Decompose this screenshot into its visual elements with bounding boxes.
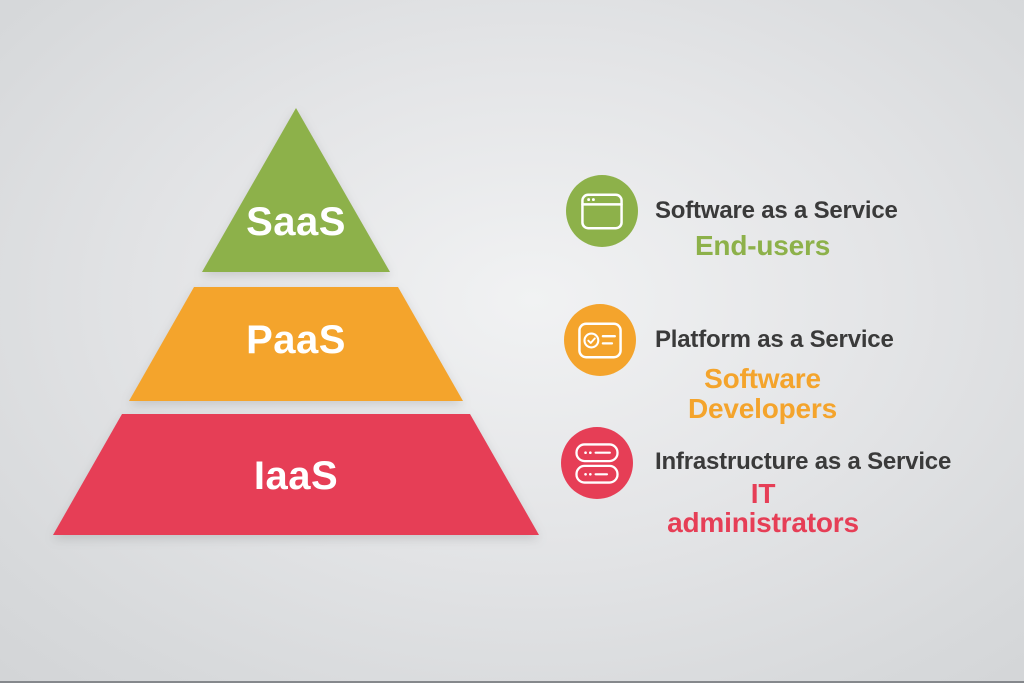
legend-audience-iaas: IT administrators <box>667 478 859 538</box>
legend-title-paas: Platform as a Service <box>655 326 894 353</box>
legend-audience-paas: Software Developers <box>688 363 837 424</box>
paas-icon-badge <box>564 304 636 376</box>
saas-icon-badge <box>566 175 638 247</box>
legend-title-saas: Software as a Service <box>655 197 898 224</box>
pyramid-label-saas: SaaS <box>246 200 346 244</box>
pyramid-layer-paas <box>129 287 463 401</box>
pyramid-layer-iaas <box>53 414 539 535</box>
server-stack-icon <box>575 442 619 484</box>
pyramid-layer-saas <box>202 108 390 272</box>
legend-title-iaas: Infrastructure as a Service <box>655 448 952 475</box>
pyramid-label-iaas: IaaS <box>253 454 339 498</box>
pyramid-label-paas: PaaS <box>246 318 346 362</box>
browser-window-icon <box>581 193 623 229</box>
iaas-icon-badge <box>561 427 633 499</box>
legend-audience-saas: End-users <box>694 230 831 261</box>
checklist-card-icon <box>578 322 622 358</box>
